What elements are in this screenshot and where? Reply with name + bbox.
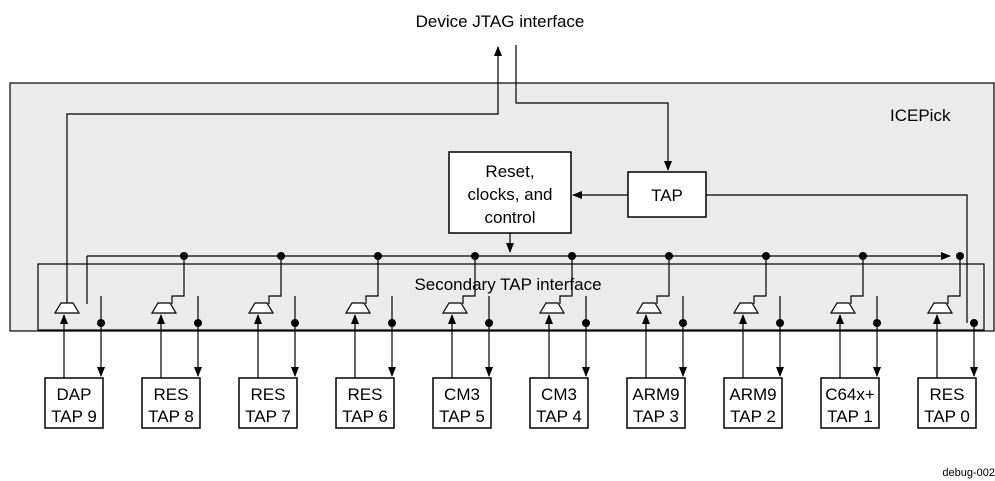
tap-id: TAP 1: [827, 407, 873, 426]
tap-name: ARM9: [632, 385, 679, 404]
figure-id: debug-002: [942, 467, 995, 479]
reset-line-3: control: [484, 208, 535, 227]
jtag-out-line: [66, 46, 502, 308]
select-line: [462, 256, 476, 304]
tap-id: TAP 6: [342, 407, 388, 426]
mux-symbol: [441, 302, 469, 314]
tap-name: RES: [348, 385, 383, 404]
secondary-tap-label: Secondary TAP interface: [414, 275, 601, 294]
tap-box: [820, 377, 880, 429]
icepick-label: ICEPick: [890, 106, 951, 125]
select-line: [559, 256, 573, 304]
jtag-in-line: [515, 45, 672, 171]
tap-name: C64x+: [825, 385, 875, 404]
tap-box: [917, 377, 977, 429]
tap-name: RES: [251, 385, 286, 404]
tap-name: CM3: [541, 385, 577, 404]
tap-box: [141, 377, 201, 429]
tap-id: TAP 5: [439, 407, 485, 426]
secondary-tap-box: [37, 263, 985, 331]
tap-name: RES: [154, 385, 189, 404]
reset-line-1: Reset,: [485, 162, 534, 181]
mux-symbol: [53, 302, 81, 314]
mux-symbol: [344, 302, 372, 314]
select-line: [947, 256, 961, 304]
select-line: [850, 256, 864, 304]
tap-name: DAP: [57, 385, 92, 404]
junction-dot: [970, 319, 978, 327]
tap-name: CM3: [444, 385, 480, 404]
mux-symbol: [150, 302, 178, 314]
icepick-tap-label: TAP: [651, 186, 683, 205]
select-line: [268, 256, 282, 304]
tap-id: TAP 7: [245, 407, 291, 426]
mux-symbol: [538, 302, 566, 314]
mux-symbol: [635, 302, 663, 314]
tap-box: [432, 377, 492, 429]
mux-symbol: [247, 302, 275, 314]
tap-id: TAP 8: [148, 407, 194, 426]
select-line: [656, 256, 670, 304]
tap-box: [626, 377, 686, 429]
tap-box: [723, 377, 783, 429]
tap-box: [44, 377, 104, 429]
select-line: [365, 256, 379, 304]
tap-box: [335, 377, 395, 429]
tap-id: TAP 3: [633, 407, 679, 426]
tap-name: ARM9: [729, 385, 776, 404]
icepick-tap-block: [627, 171, 707, 218]
tap-box: [529, 377, 589, 429]
tap-id: TAP 2: [730, 407, 776, 426]
mux-symbol: [829, 302, 857, 314]
reset-line-2: clocks, and: [467, 185, 552, 204]
tap-box: [238, 377, 298, 429]
mux-symbol: [732, 302, 760, 314]
select-line: [753, 256, 767, 304]
tap-id: TAP 4: [536, 407, 582, 426]
select-line: [171, 256, 185, 304]
tap-id: TAP 0: [924, 407, 970, 426]
device-jtag-title: Device JTAG interface: [416, 12, 585, 31]
tap-name: RES: [930, 385, 965, 404]
tap-id: TAP 9: [51, 407, 97, 426]
tap-to-tap0-line: [706, 194, 968, 323]
mux-symbol: [926, 302, 954, 314]
reset-clocks-control-block: [448, 151, 572, 234]
